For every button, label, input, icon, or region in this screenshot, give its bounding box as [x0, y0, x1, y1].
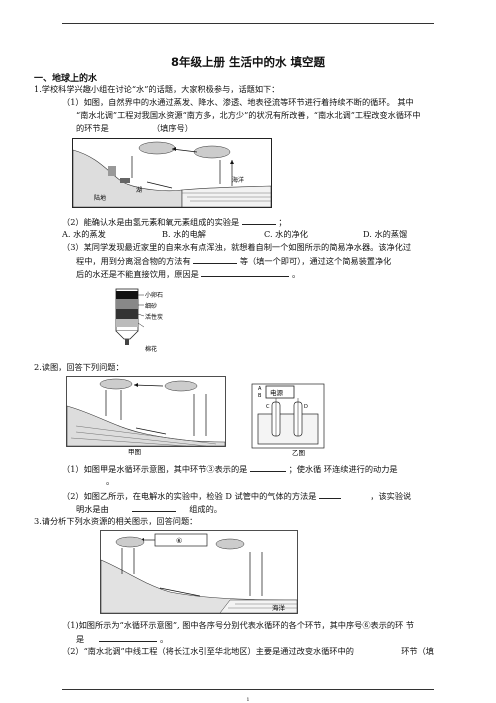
- q1-option-a: A. 水的蒸发: [62, 229, 106, 239]
- q1-part3-line3: 后的水还是不能直接饮用，原因是 。: [76, 268, 300, 280]
- q2-part2-blank[interactable]: [319, 490, 342, 499]
- q1-part1-line3: 的环节是 （填序号）: [76, 123, 193, 134]
- q3-part2-text: （2）“南水北调”中线工程（将长江水引至华北地区）主要是通过改变水循环中的: [62, 646, 354, 656]
- q2-part1-text: （1）如图甲是水循环示意图，其中环节③表示的是: [62, 464, 248, 474]
- electrolysis-figure: 电源 A B C D 乙图: [251, 383, 325, 457]
- land-label: 陆地: [94, 194, 106, 202]
- filter-label-carbon: 活性炭: [145, 313, 163, 321]
- page-title: 8年级上册 生活中的水 填空题: [170, 55, 325, 69]
- q1-part1-line2: “南水北调”工程对我国水资源“南方多，北方少”的状况有所改善，“南水北调”工程改…: [76, 110, 421, 120]
- q1-option-d: D. 水的蒸馏: [363, 229, 408, 239]
- q1-part3-line2-text: 程中，用到分离混合物的方法有: [76, 256, 191, 266]
- fig-b-caption: 乙图: [292, 449, 305, 457]
- pole-a-label: A: [258, 386, 262, 392]
- q3-part1-line2-end: 。: [160, 634, 169, 644]
- q1-part3-line2: 程中，用到分离混合物的方法有 等（填一个即可），通过这个简易装置净化: [76, 255, 391, 267]
- water-cycle-figure: 陆地 湖 海洋: [72, 138, 272, 208]
- q2-part1-text-2: ；使水循 环连续进行的动力是: [288, 464, 398, 474]
- sea-label: 海洋: [232, 176, 244, 184]
- fig3-sea-label: 海洋: [272, 603, 286, 612]
- q1-part1-line1: （1）如图，自然界中的水通过蒸发、降水、渗透、地表径流等环节进行着持续不断的循环…: [62, 97, 414, 107]
- q1-part2-text: （2）能确认水是由氢元素和氧元素组成的实验是: [62, 217, 240, 227]
- filter-label-pebbles: 小卵石: [145, 291, 163, 299]
- q3-part1-line1: （1)如图所示为“水循环示意图”, 图中各序号分别代表水循环的各个环节，其中序号…: [62, 620, 415, 630]
- tube-d-label: D: [304, 404, 308, 410]
- pole-b-label: B: [258, 393, 262, 399]
- q2-part2-line2-end: 组成的。: [189, 504, 222, 514]
- water-cycle-figure-3: ⑥ 海洋: [100, 530, 298, 614]
- q2-part2-line2-text: 明水是由: [76, 504, 109, 514]
- q1-part3-line3-end: 。: [292, 269, 301, 279]
- q1-option-c: C. 水的净化: [264, 229, 308, 239]
- q3-part2: （2）“南水北调”中线工程（将长江水引至华北地区）主要是通过改变水循环中的 环节…: [62, 646, 434, 657]
- q2-part1-blank-1[interactable]: [249, 463, 286, 472]
- lake-label: 湖: [136, 186, 142, 194]
- section-heading: 一、地球上的水: [34, 74, 98, 84]
- q1-part3-line3-text: 后的水还是不能直接饮用，原因是: [76, 269, 199, 279]
- q3-part1-line2-text: 是: [76, 634, 85, 644]
- q2-part2: （2）如图乙所示，在电解水的实验中，检验 D 试管中的气体的方法是 ，该实验说: [62, 490, 411, 502]
- water-filter-figure: 小卵石 细砂 活性炭 棉花: [115, 288, 163, 353]
- bottom-rule: [62, 689, 434, 690]
- water-cycle-figure-a: 甲图: [66, 376, 226, 456]
- filter-label-cotton: 棉花: [145, 345, 157, 353]
- top-rule: [62, 23, 434, 24]
- q2-part2-line2: 明水是由 组成的。: [76, 503, 222, 515]
- q1-part2: （2）能确认水是由氢元素和氧元素组成的实验是 ；: [62, 216, 287, 228]
- q3-part1-line2: 是 。: [76, 633, 168, 645]
- q3-part2-end: 环节（填: [401, 646, 434, 656]
- q1-intro: 1.学校科学兴趣小组在讨论“水”的话题，大家积极参与，话题如下：: [34, 84, 280, 94]
- q2-part2-text-2: ，该实验说: [370, 491, 412, 501]
- q3-intro: 3.请分析下列水资源的相关图示，回答问题：: [34, 516, 198, 526]
- q2-intro: 2.读图，回答下列问题：: [34, 362, 124, 372]
- tube-c-label: C: [266, 404, 270, 410]
- q2-part2-text: （2）如图乙所示，在电解水的实验中，检验 D 试管中的气体的方法是: [62, 491, 317, 501]
- q1-part3-line1: （3）某同学发现最近家里的自来水有点浑浊，就想着自制一个如图所示的简易净水器。该…: [62, 242, 412, 252]
- q1-option-b: B. 水的电解: [162, 229, 206, 239]
- q1-part2-end: ；: [278, 217, 287, 227]
- q1-part3-method-blank[interactable]: [193, 255, 238, 264]
- q1-part2-blank[interactable]: [241, 216, 276, 225]
- svg-text:⑥: ⑥: [176, 537, 182, 545]
- fig-a-caption: 甲图: [128, 448, 141, 456]
- power-label: 电源: [270, 388, 284, 397]
- q2-part1: （1）如图甲是水循环示意图，其中环节③表示的是 ；使水循 环连续进行的动力是: [62, 463, 398, 475]
- q1-part3-line2-hint: 等（填一个即可），通过这个简易装置净化: [239, 256, 392, 266]
- page-number: 1: [246, 697, 250, 703]
- filter-label-sand: 细砂: [145, 302, 157, 310]
- q1-part1-line3-text: 的环节是: [76, 123, 109, 133]
- q1-part3-reason-blank[interactable]: [201, 268, 290, 277]
- q3-part1-blank[interactable]: [99, 633, 158, 642]
- q2-part2-compose-blank[interactable]: [131, 503, 176, 512]
- q2-part1-end: 。: [106, 476, 115, 486]
- q1-part1-line3-hint: （填序号）: [151, 123, 193, 133]
